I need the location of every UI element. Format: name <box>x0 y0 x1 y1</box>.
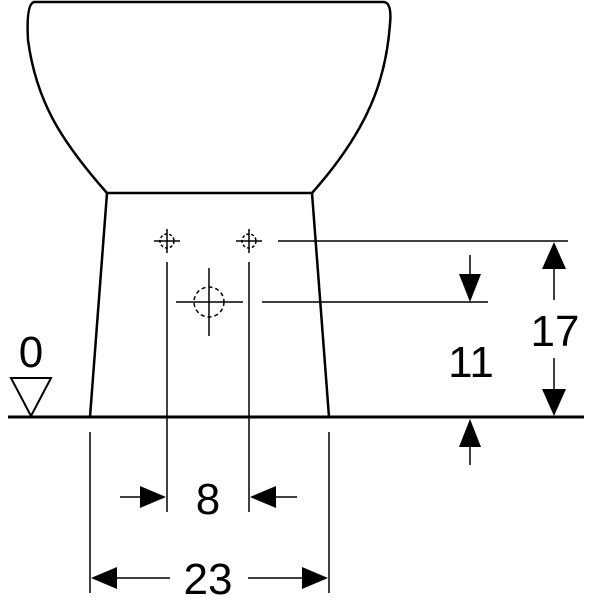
fixing-spacing-dimension <box>120 486 297 508</box>
drain-height-dimension <box>459 255 481 465</box>
toilet-pedestal-outline <box>88 192 331 418</box>
toilet-bowl-outline <box>26 0 392 195</box>
floor-level-label: 0 <box>19 328 43 377</box>
base-width-dimension <box>91 567 328 589</box>
fixing-hole-left-icon <box>154 229 180 253</box>
drain-height-label: 11 <box>448 338 494 387</box>
fixing-hole-right-icon <box>236 229 262 253</box>
fixing-spacing-label: 8 <box>196 475 220 524</box>
base-width-label: 23 <box>184 555 233 598</box>
extension-lines <box>89 240 568 593</box>
fixing-height-dimension <box>542 242 566 416</box>
floor-level-marker-icon <box>9 377 53 419</box>
drain-outlet-icon <box>176 268 243 336</box>
fixing-height-label: 17 <box>531 307 580 356</box>
